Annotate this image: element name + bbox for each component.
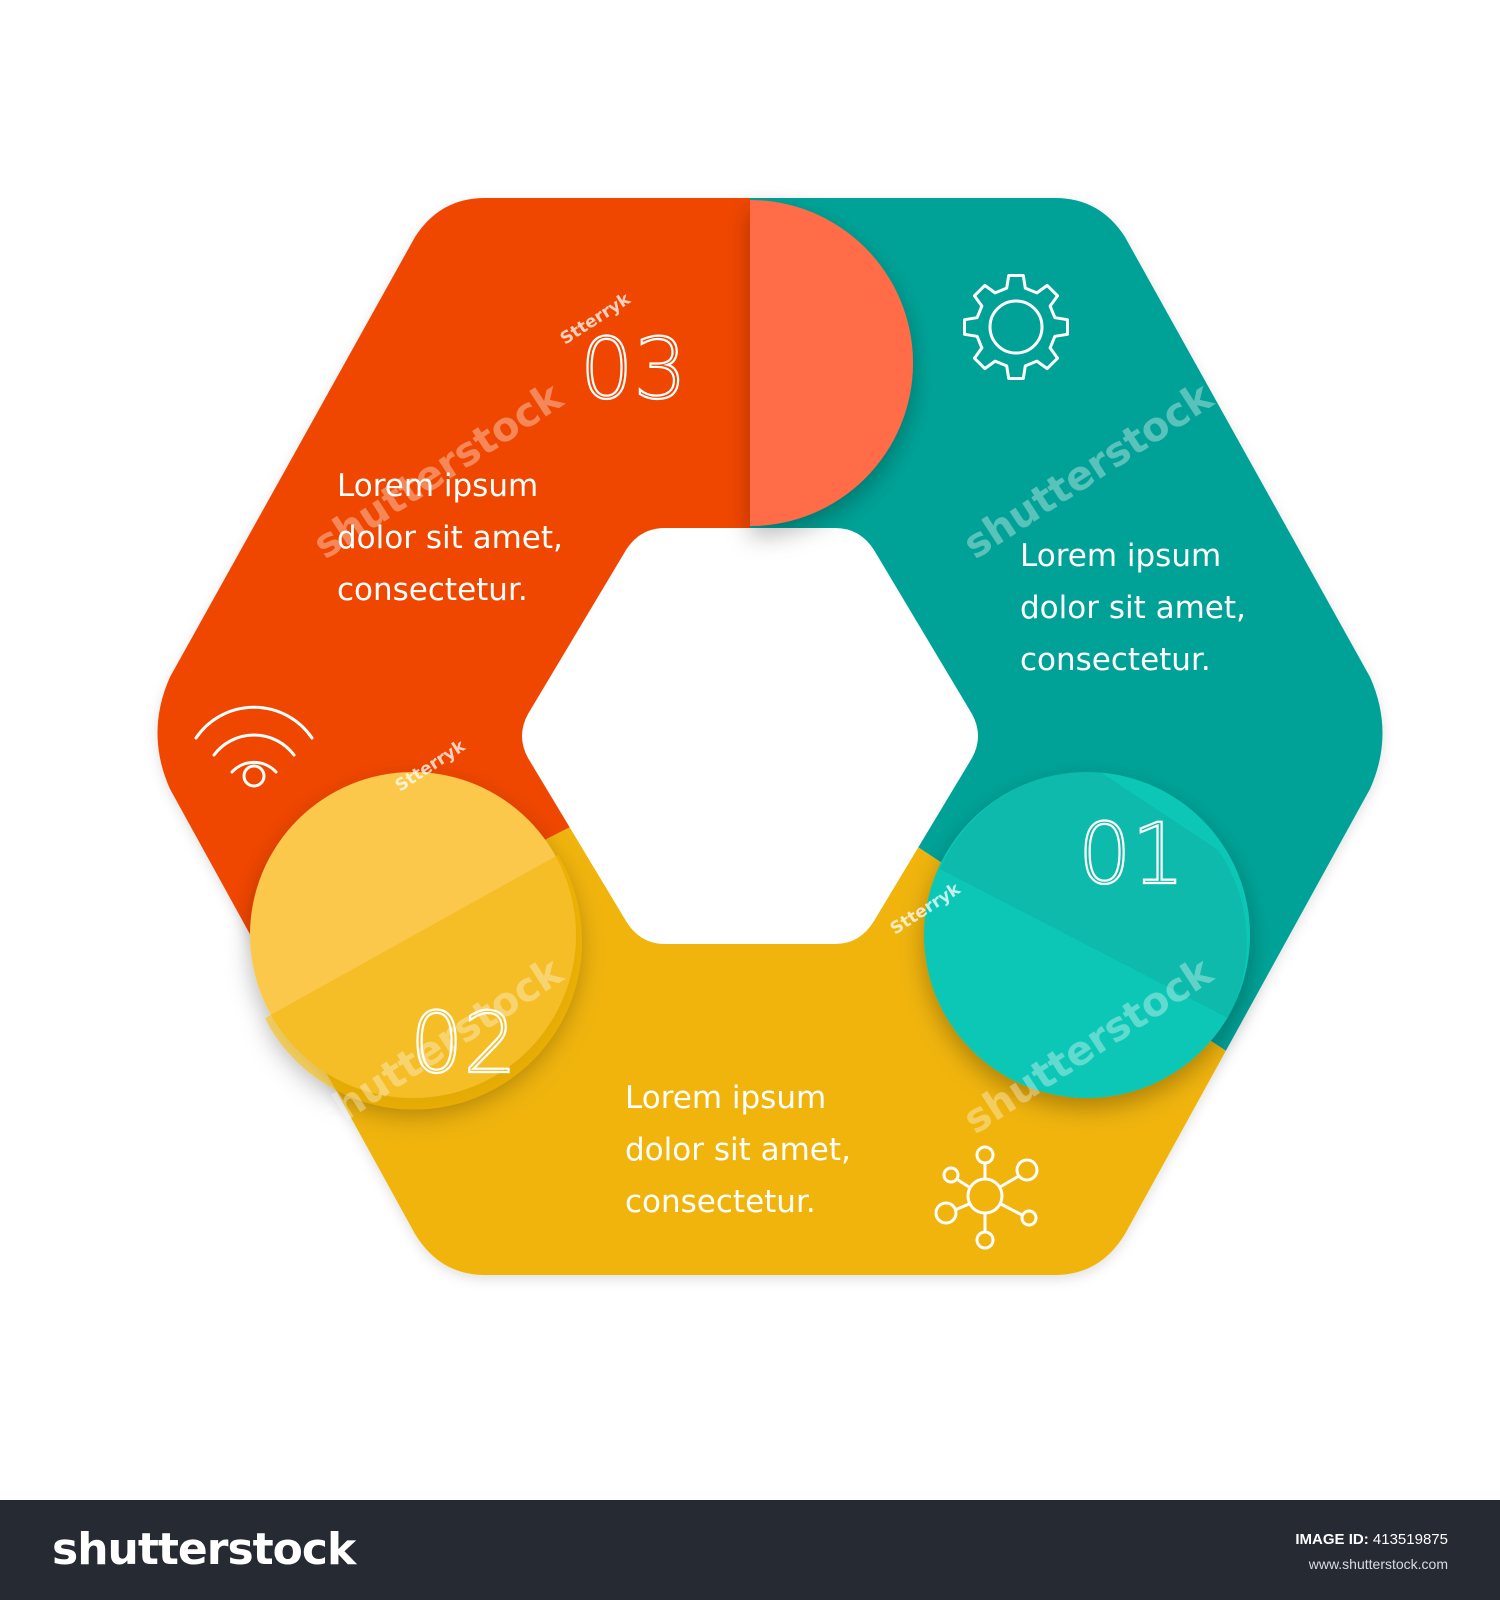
segment-02-text: Lorem ipsum dolor sit amet, consectetur.: [625, 1080, 861, 1220]
image-id-value: 413519875: [1372, 1531, 1448, 1548]
gear-icon: [963, 274, 1069, 380]
hexagon-cycle-diagram: 03 Lorem ipsum dolor sit amet, consectet…: [157, 198, 1383, 1275]
segment-01-tab: [924, 771, 1250, 1098]
footer-bar: shutterstock IMAGE ID: 413519875 www.shu…: [0, 1500, 1500, 1600]
website-link[interactable]: www.shutterstock.com: [1308, 1556, 1448, 1572]
segment-02-tab: [250, 772, 582, 1110]
network-nodes-icon: [934, 1145, 1039, 1250]
image-id-block: IMAGE ID: 413519875 www.shutterstock.com: [1295, 1528, 1448, 1576]
svg-text:02: 02: [410, 994, 517, 1092]
footer-logo: shutterstock: [52, 1524, 356, 1575]
center-hole: [522, 528, 978, 944]
segment-03-tab: [750, 200, 913, 526]
svg-text:03: 03: [580, 320, 687, 418]
wifi-icon: [194, 705, 314, 788]
segment-01-text: Lorem ipsum dolor sit amet, consectetur.: [1020, 538, 1256, 678]
segment-02-number: 02: [409, 993, 518, 1093]
segment-03-number: 03: [579, 319, 688, 419]
segment-02-body: [157, 736, 1383, 1275]
segment-03-text: Lorem ipsum dolor sit amet, consectetur.: [337, 468, 573, 608]
image-id-label: IMAGE ID:: [1295, 1531, 1369, 1548]
svg-text:01: 01: [1078, 805, 1185, 903]
segment-01-number: 01: [1077, 804, 1186, 904]
